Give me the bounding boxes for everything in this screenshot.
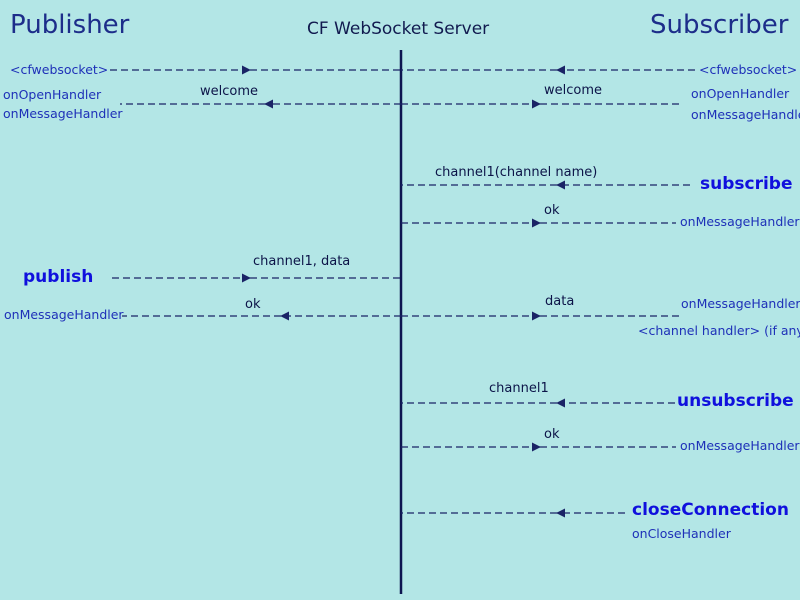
subscriber-onmessage-label: onMessageHandler xyxy=(691,107,800,122)
publisher-cfwebsocket-label: <cfwebsocket> xyxy=(10,62,109,77)
publish-action-label: publish xyxy=(23,267,94,287)
publisher-title: Publisher xyxy=(10,10,130,40)
subscribe-channel-label: channel1(channel name) xyxy=(435,165,598,180)
subscriber-cfwebsocket-label: <cfwebsocket> xyxy=(699,62,798,77)
data-label: data xyxy=(545,294,575,309)
unsubscribe-channel-label: channel1 xyxy=(489,381,549,396)
publisher-onmessage-label: onMessageHandler xyxy=(3,106,123,121)
subscriber-onmessage-data-label: onMessageHandler xyxy=(681,296,800,311)
unsubscribe-ok-label: ok xyxy=(544,427,560,442)
subscriber-onopen-label: onOpenHandler xyxy=(691,86,790,101)
publish-payload-label: channel1, data xyxy=(253,254,351,269)
subscriber-title: Subscriber xyxy=(650,10,789,40)
channel-handler-label: <channel handler> (if any) xyxy=(638,323,800,338)
unsubscribe-action-label: unsubscribe xyxy=(677,391,794,411)
subscribe-action-label: subscribe xyxy=(700,174,793,194)
close-connection-action-label: closeConnection xyxy=(632,500,789,520)
subscriber-onmessage-sub-ok-label: onMessageHandler xyxy=(680,214,800,229)
welcome-right-label: welcome xyxy=(544,83,603,98)
server-title: CF WebSocket Server xyxy=(307,19,490,39)
publisher-onmessage-ok-label: onMessageHandler xyxy=(4,307,124,322)
publish-ok-label: ok xyxy=(245,297,261,312)
publisher-onopen-label: onOpenHandler xyxy=(3,87,102,102)
subscriber-onclose-label: onCloseHandler xyxy=(632,526,731,541)
subscriber-onmessage-unsub-ok-label: onMessageHandler xyxy=(680,438,800,453)
subscribe-ok-label: ok xyxy=(544,203,560,218)
welcome-left-label: welcome xyxy=(200,84,259,99)
